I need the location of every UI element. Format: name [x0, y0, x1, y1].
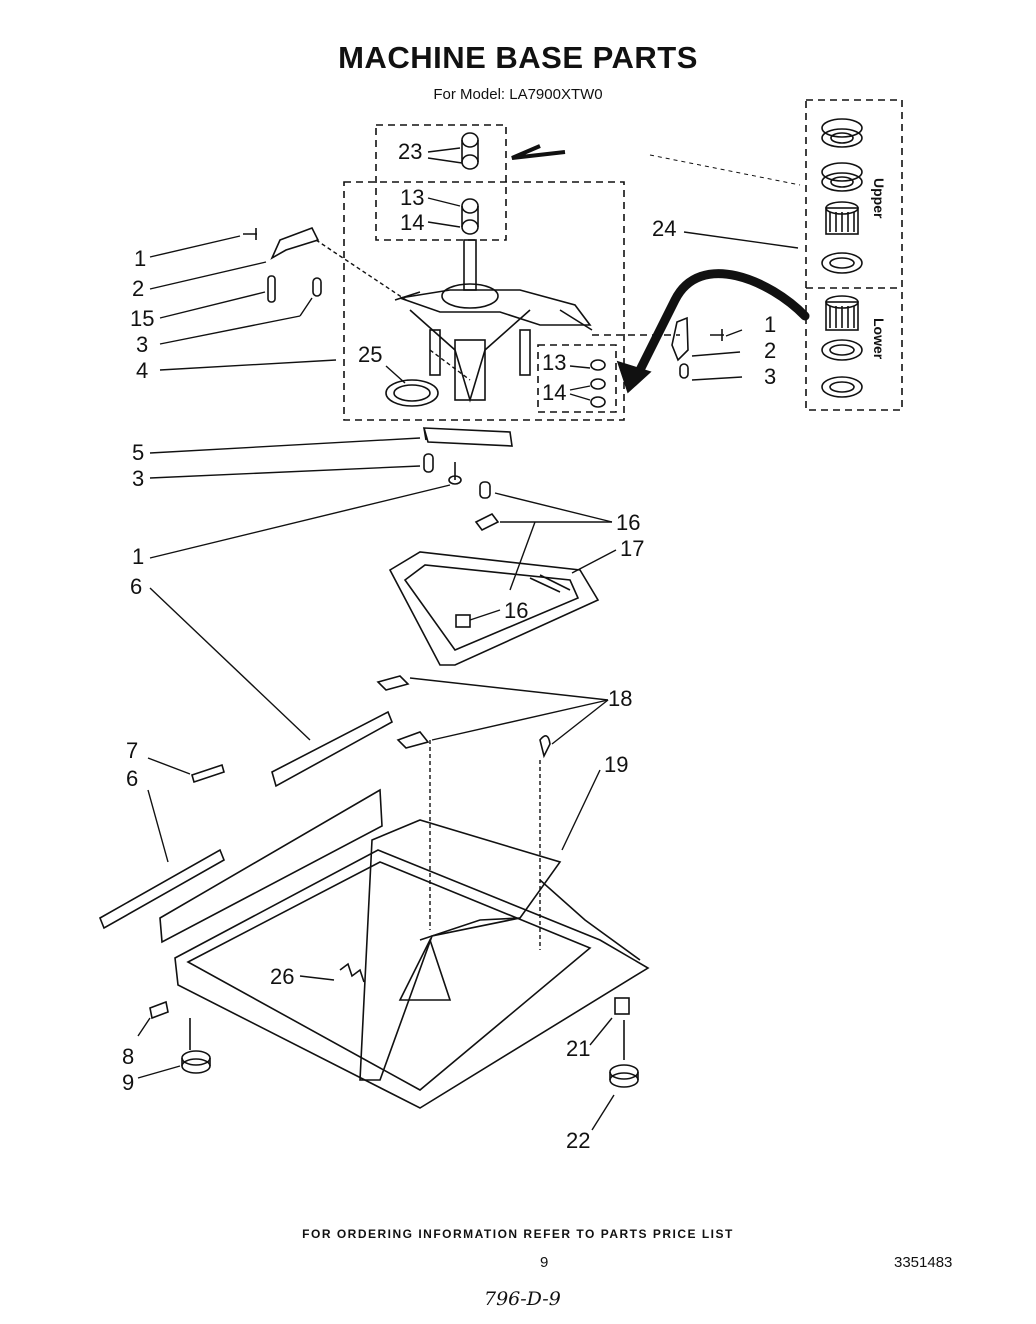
lower-bearing-icons	[821, 295, 863, 398]
top-frame	[388, 481, 600, 666]
base-frame	[159, 788, 650, 1109]
callout-25: 25	[358, 342, 382, 367]
callout-21: 21	[566, 1036, 590, 1061]
callout-1-brace: 1	[132, 544, 144, 569]
callout-9: 9	[122, 1070, 134, 1095]
callout-6-upper: 6	[130, 574, 142, 599]
callout-3-right: 3	[764, 364, 776, 389]
right-clamp-hardware	[671, 316, 724, 379]
callout-23: 23	[398, 139, 422, 164]
page-number: 9	[540, 1254, 549, 1271]
callout-1-right: 1	[764, 312, 776, 337]
callout-19: 19	[604, 752, 628, 777]
callout-7: 7	[126, 738, 138, 763]
side-rails	[98, 710, 394, 930]
mounting-clips	[376, 675, 551, 759]
callout-8: 8	[122, 1044, 134, 1069]
callout-22: 22	[566, 1128, 590, 1153]
bearing-kit-inset: Upper Lower	[821, 118, 887, 398]
callout-numbers: 23 13 14 24 1 2 15 3 4 25 1 2 3 13 14 5 …	[122, 139, 776, 1153]
upper-label: Upper	[871, 178, 887, 219]
callout-3-left: 3	[136, 332, 148, 357]
callout-2-right: 2	[764, 338, 776, 363]
callout-24: 24	[652, 216, 676, 241]
handwritten-note: 796-D-9	[484, 1288, 561, 1310]
leader-lines	[137, 147, 799, 1131]
document-number: 3351483	[894, 1254, 953, 1271]
leveling-feet	[149, 962, 639, 1088]
callout-26: 26	[270, 964, 294, 989]
callout-16-upper: 16	[616, 510, 640, 535]
callout-6-lower: 6	[126, 766, 138, 791]
lower-label: Lower	[871, 318, 887, 360]
seal-ring	[385, 379, 439, 407]
callout-14-upper: 14	[400, 210, 424, 235]
callout-3-brace: 3	[132, 466, 144, 491]
transmission-group-box	[343, 99, 903, 421]
page-title: MACHINE BASE PARTS	[338, 40, 698, 75]
callout-1-left: 1	[134, 246, 146, 271]
model-subtitle: For Model: LA7900XTW0	[433, 86, 603, 103]
callout-13-inner: 13	[542, 350, 566, 375]
transmission-assembly	[394, 239, 593, 403]
callout-2-left: 2	[132, 276, 144, 301]
callout-15: 15	[130, 306, 154, 331]
inner-nuts	[590, 359, 606, 408]
callout-5: 5	[132, 440, 144, 465]
callout-17: 17	[620, 536, 644, 561]
callout-18: 18	[608, 686, 632, 711]
transmission-brace	[422, 427, 513, 485]
callout-16-lower: 16	[504, 598, 528, 623]
wire-spring	[339, 962, 365, 983]
left-clamp-hardware	[243, 226, 322, 303]
callout-14-inner: 14	[542, 380, 566, 405]
upper-bearing-icons	[821, 118, 863, 274]
callout-13-upper: 13	[400, 185, 424, 210]
spline-nut-stack	[461, 132, 479, 235]
ordering-note: FOR ORDERING INFORMATION REFER TO PARTS …	[302, 1227, 734, 1241]
bearing-arrows	[511, 144, 810, 394]
callout-4: 4	[136, 358, 148, 383]
